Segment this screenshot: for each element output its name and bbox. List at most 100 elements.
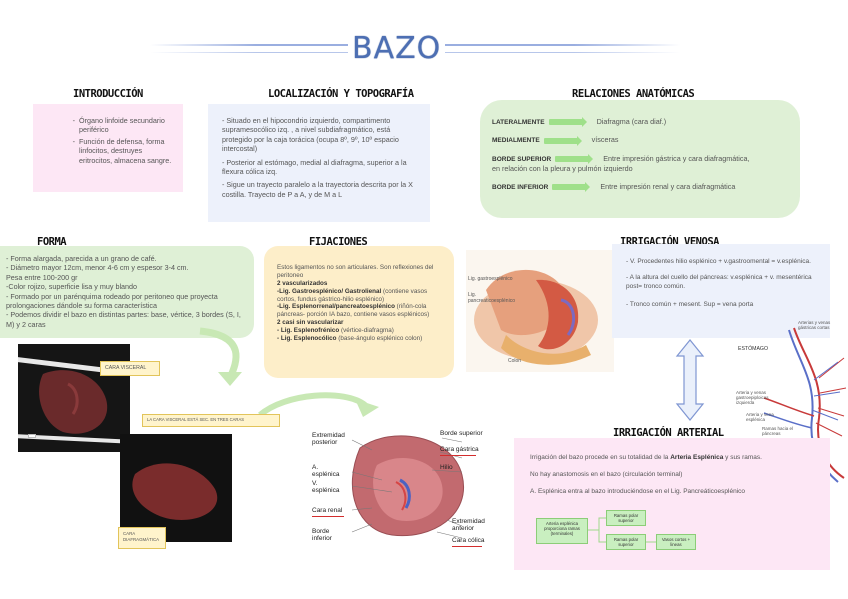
fijacion-note: (riñón-cola páncreas- porción IA bazo, c…: [277, 303, 430, 319]
fijacion-bold: - Lig. Esplenofrénico: [277, 326, 340, 334]
relacion-text: Entre impresión renal y cara diafragmáti…: [600, 181, 736, 191]
arterial-node: Ramas polar superior: [606, 534, 646, 550]
localizacion-item: - Sigue un trayecto paralelo a la trayec…: [222, 180, 413, 199]
arterial-text: Irrigación del bazo procede en su totali…: [530, 454, 671, 461]
spleen-label-right: Cara cólica: [452, 537, 485, 544]
fijacion-bold: -Lig. Esplenorrenal/pancreatoesplénico: [277, 303, 395, 311]
arterial-node: Ramas polar superior: [606, 510, 646, 526]
arterial-line: A. Esplénica entra al bazo introduciéndo…: [530, 488, 745, 495]
forma-line: -Color rojizo, superficie lisa y muy bla…: [6, 282, 138, 292]
localizacion-item: - Situado en el hipocondrio izquierdo, c…: [222, 116, 399, 154]
arrow-right-icon: [543, 135, 582, 146]
spleen-label-left: A. esplénica: [312, 464, 340, 478]
arrow-right-icon: [552, 181, 591, 192]
vascular-label: Arteria y vena esplénica: [746, 412, 774, 422]
fijacion-line: 2 vascularizados: [277, 280, 444, 288]
underline-cara-renal: [312, 516, 344, 518]
spleen-caption: LA CARA VISCERAL ESTÁ SEC. EN TRES CARAS: [147, 417, 245, 422]
fijacion-note: (vértice-diafragma): [339, 326, 394, 334]
heading-forma: FORMA: [37, 236, 67, 248]
relacion-row: MEDIALMENTE vísceras: [492, 135, 790, 146]
heading-introduccion: INTRODUCCIÓN: [73, 88, 143, 100]
cara-visceral-label: CARA VISCERAL: [105, 365, 147, 371]
relacion-row: LATERALMENTE Diafragma (cara diaf.): [492, 117, 790, 128]
spleen-label-left: Borde inferior: [312, 528, 332, 542]
relaciones-box: LATERALMENTE Diafragma (cara diaf.) MEDIA…: [480, 100, 800, 218]
fijaciones-intro: Estos ligamentos no son articulares. Son…: [277, 264, 434, 279]
venosa-line: - Tronco común + mesent. Sup = vena port…: [626, 301, 754, 309]
arterial-text: y sus ramas.: [723, 454, 762, 461]
forma-box: - Forma alargada, parecida a un grano de…: [0, 246, 254, 338]
vascular-label: Ramas hacia el páncreas: [762, 426, 794, 436]
spleen-label-left: Cara renal: [312, 507, 343, 514]
fijacion-line: -Lig. Esplenorrenal/pancreatoesplénico (…: [277, 303, 444, 319]
underline-cara-colica: [452, 546, 482, 548]
relacion-label: LATERALMENTE: [492, 119, 545, 126]
abdomen-label: Lig. pancreaticoesplénico: [468, 292, 515, 304]
abdomen-figure: Lig. gastroesplénico Lig. pancreaticoesp…: [466, 250, 614, 372]
arterial-tree-lines: [586, 517, 656, 543]
relacion-extra: en relación con la pleura y pulmón izqui…: [492, 164, 633, 174]
relacion-label: MEDIALMENTE: [492, 137, 540, 145]
fijacion-note: (base-ángulo esplénico colon): [336, 334, 423, 342]
cara-visceral-tag: CARA VISCERAL: [100, 361, 160, 376]
irrigacion-venosa-box: - V. Procedentes hilio esplénico + v.gas…: [612, 244, 830, 338]
fijacion-bold: 2 vascularizados: [277, 280, 328, 287]
heading-localizacion: LOCALIZACIÓN Y TOPOGRAFÍA: [268, 88, 414, 100]
arrow-right-icon: [548, 117, 587, 128]
fijacion-bold: -Lig. Gastroesplénico/ Gastrolienal: [277, 287, 382, 295]
arrow-right-icon: [555, 153, 594, 164]
page-title: BAZO: [348, 31, 446, 66]
spleen-diaphragm-photo: [120, 434, 232, 542]
fijacion-bold: 2 casi sin vascularizar: [277, 318, 344, 326]
cara-diafragmatica-tag: CARA DIAFRAGMÁTICA: [118, 527, 166, 549]
fijacion-bold: - Lig. Esplenocólico: [277, 334, 337, 342]
spleen-anatomy-figure: Extremidad posterior A. esplénica V. esp…: [312, 420, 492, 548]
fijacion-line: 2 casi sin vascularizar: [277, 319, 444, 327]
spleen-label-right: Hilio: [440, 464, 453, 471]
double-arrow-icon: [675, 339, 705, 421]
fijaciones-box: Estos ligamentos no son articulares. Son…: [264, 246, 454, 378]
curved-arrow-icon: [199, 327, 242, 386]
forma-line: - Diámetro mayor 12cm, menor 4-6 cm y es…: [6, 263, 189, 273]
relacion-text: vísceras: [591, 135, 619, 145]
forma-line: - Formado por un parénquima rodeado por …: [6, 291, 218, 311]
fijacion-line: - Lig. Esplenofrénico (vértice-diafragma…: [277, 327, 444, 335]
introduccion-list: Órgano linfoide secundario periférico Fu…: [33, 116, 183, 165]
abdomen-label: Lig. gastroesplénico: [468, 276, 513, 282]
abdomen-label: Colon: [508, 358, 522, 364]
cara-diafragmatica-label: CARA DIAFRAGMÁTICA: [123, 531, 160, 542]
irrigacion-arterial-box: Irrigación del bazo procede en su totali…: [514, 438, 830, 570]
underline-cara-gastrica: [440, 455, 476, 457]
arterial-line: Irrigación del bazo procede en su totali…: [530, 454, 820, 462]
spleen-label-left: V. esplénica: [312, 480, 340, 494]
photo-label: [28, 434, 36, 438]
vascular-label: ESTÓMAGO: [738, 346, 768, 352]
fijacion-note: (contiene vasos cortos, fundus gástrico-…: [277, 287, 428, 303]
curved-arrow-icon: [258, 392, 379, 418]
vascular-label: Arteria y venas gastroepiploicas izquier…: [736, 390, 769, 405]
relacion-label: BORDE INFERIOR: [492, 183, 549, 191]
heading-irrigacion-arterial: IRRIGACIÓN ARTERIAL: [613, 427, 724, 439]
relacion-row: BORDE INFERIOR Entre impresión renal y ca…: [492, 182, 790, 192]
localizacion-box: - Situado en el hipocondrio izquierdo, c…: [208, 104, 430, 222]
spleen-label-right: Borde superior: [440, 430, 483, 437]
localizacion-item: - Posterior al estómago, medial al diafr…: [222, 157, 407, 177]
spleen-caption-tag: LA CARA VISCERAL ESTÁ SEC. EN TRES CARAS: [142, 414, 280, 427]
relacion-label: BORDE SUPERIOR: [492, 155, 552, 163]
relacion-text: Entre impresión gástrica y cara diafragm…: [603, 153, 750, 163]
fijacion-line: - Lig. Esplenocólico (base-ángulo esplén…: [277, 335, 444, 343]
heading-relaciones: RELACIONES ANATÓMICAS: [572, 88, 695, 100]
forma-line: - Forma alargada, parecida a un grano de…: [6, 254, 157, 263]
venosa-line: - A la altura del cuello del páncreas: v…: [626, 274, 812, 290]
arterial-node: Vasos cortos + lineas: [656, 534, 696, 550]
spleen-label-right: Extremidad anterior: [452, 518, 485, 532]
relacion-text: Diafragma (cara diaf.): [596, 117, 667, 126]
heading-fijaciones: FIJACIONES: [309, 236, 368, 248]
fijacion-line: -Lig. Gastroesplénico/ Gastrolienal (con…: [277, 288, 444, 304]
list-item: Función de defensa, forma linfocitos, de…: [79, 137, 175, 165]
arterial-root-node: Arteria esplénica proporciona ramas (ter…: [536, 518, 588, 544]
forma-line: - Podemos dividir el bazo en distintas p…: [6, 310, 241, 329]
spleen-label-left: Extremidad posterior: [312, 432, 345, 446]
arterial-line: No hay anastomosis en el bazo (circulaci…: [530, 471, 683, 478]
